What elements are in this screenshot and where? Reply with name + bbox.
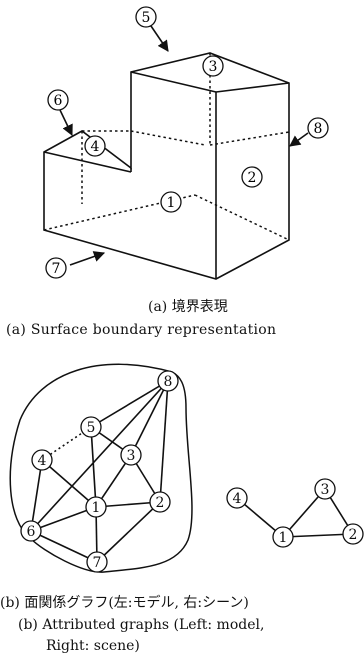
- hidden-edge-back-top: [209, 131, 290, 146]
- svg-text:4: 4: [233, 491, 242, 507]
- l-block-hidden-edges: [43, 53, 290, 241]
- edge-top-right: [215, 82, 290, 93]
- caption-b-japanese: (b) 面関係グラフ(左:モデル, 右:シーン): [0, 595, 249, 611]
- svg-text:6: 6: [54, 93, 63, 109]
- caption-a-japanese: (a) 境界表現: [148, 299, 228, 315]
- hidden-edge-inner-step: [130, 130, 206, 146]
- hidden-edge-base-right: [194, 194, 290, 241]
- scene-graph-nodes: 1 2 3 4: [226, 478, 364, 548]
- svg-text:6: 6: [27, 524, 36, 540]
- hidden-edge-base: [43, 194, 196, 231]
- svg-text:1: 1: [167, 195, 176, 211]
- svg-text:2: 2: [349, 527, 358, 543]
- edge-small-top-front: [43, 151, 132, 173]
- svg-text:5: 5: [142, 10, 151, 26]
- scene-graph-edges: [236, 488, 354, 538]
- face-label-6: 6: [47, 89, 69, 111]
- model-graph-edges: [30, 380, 169, 563]
- svg-text:8: 8: [164, 374, 173, 390]
- arrow-6: [59, 109, 73, 137]
- model-edge-2-7: [96, 501, 161, 563]
- model-node-3: 3: [120, 444, 142, 466]
- face-labels: 1 2 3 4 5 6 7 8: [45, 6, 329, 279]
- arrow-8: [289, 132, 309, 147]
- model-node-1: 1: [85, 496, 107, 518]
- model-node-7: 7: [86, 551, 108, 573]
- leader-arrows: [59, 25, 309, 266]
- svg-text:2: 2: [156, 495, 165, 511]
- svg-text:3: 3: [321, 482, 330, 498]
- svg-text:3: 3: [127, 448, 136, 464]
- model-node-2: 2: [149, 491, 171, 513]
- svg-text:1: 1: [92, 500, 101, 516]
- model-node-5: 5: [80, 416, 102, 438]
- svg-text:4: 4: [38, 453, 47, 469]
- l-block-outline: [43, 52, 290, 280]
- svg-text:7: 7: [93, 555, 102, 571]
- face-label-5: 5: [135, 6, 157, 28]
- caption-b-english-line2: Right: scene): [46, 638, 140, 654]
- face-label-1: 1: [160, 191, 182, 213]
- model-edge-6-7: [30, 530, 98, 563]
- model-edge-4-6: [30, 459, 43, 532]
- svg-text:4: 4: [91, 139, 100, 155]
- model-edge-3-8: [130, 380, 169, 456]
- face-label-2: 2: [241, 166, 263, 188]
- svg-text:3: 3: [209, 59, 218, 75]
- face-label-4: 4: [84, 135, 106, 157]
- model-edge-1-6: [30, 506, 97, 532]
- model-edge-1-5: [90, 426, 97, 508]
- scene-node-2: 2: [342, 523, 364, 545]
- model-node-8: 8: [157, 370, 179, 392]
- svg-text:1: 1: [279, 530, 288, 546]
- svg-text:8: 8: [314, 121, 323, 137]
- arrow-5: [150, 25, 169, 52]
- caption-a-english: (a) Surface boundary representation: [6, 322, 277, 338]
- model-edge-6-8: [30, 380, 169, 532]
- scene-node-3: 3: [314, 478, 336, 500]
- model-edge-2-8: [159, 380, 169, 503]
- arrow-7: [69, 251, 106, 266]
- model-edge-1-2: [95, 501, 161, 508]
- face-label-7: 7: [45, 257, 67, 279]
- svg-text:7: 7: [52, 261, 61, 277]
- model-edge-5-8: [90, 380, 169, 428]
- face-label-3: 3: [202, 55, 224, 77]
- model-node-4: 4: [31, 449, 53, 471]
- face-label-8: 8: [307, 117, 329, 139]
- model-node-6: 6: [20, 520, 42, 542]
- caption-b-english-line1: (b) Attributed graphs (Left: model,: [18, 617, 265, 633]
- svg-text:5: 5: [87, 420, 96, 436]
- scene-node-4: 4: [226, 487, 248, 509]
- model-edge-1-4: [41, 459, 97, 508]
- model-graph-nodes: 1 2 3 4 5 6 7 8: [20, 370, 179, 573]
- scene-edge-1-2: [282, 533, 354, 538]
- svg-text:2: 2: [248, 170, 257, 186]
- l-block-drawing: [43, 52, 290, 280]
- edge-top-front: [130, 71, 217, 93]
- scene-node-1: 1: [272, 526, 294, 548]
